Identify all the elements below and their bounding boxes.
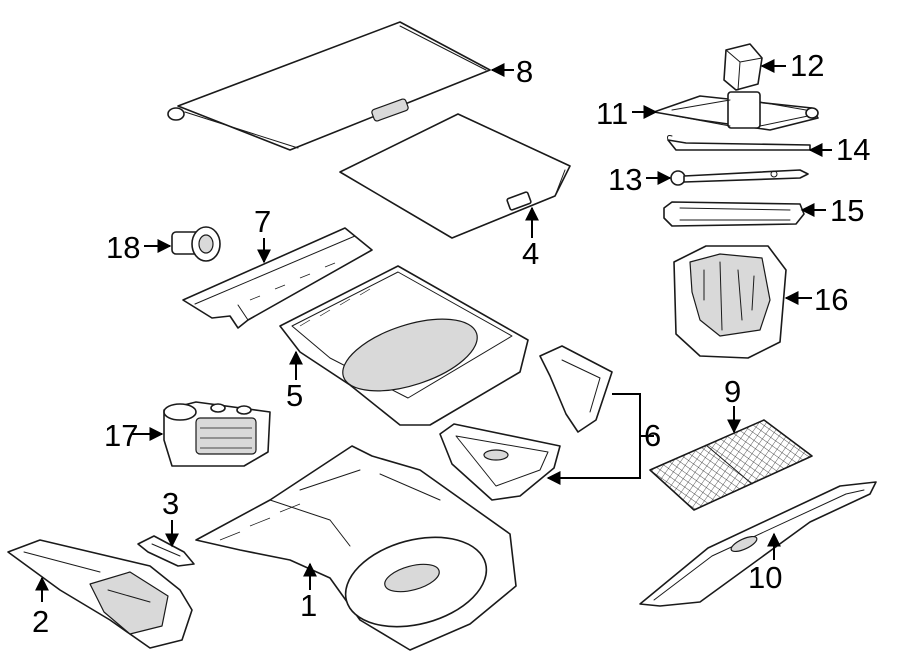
lug-wrench — [670, 169, 809, 186]
jack-handle — [667, 135, 811, 151]
jack-cap — [723, 43, 763, 91]
floor-pan — [195, 445, 517, 651]
callout-9: 9 — [724, 374, 741, 409]
callout-1: 1 — [300, 588, 317, 623]
callout-2: 2 — [32, 604, 49, 639]
leader-lines — [35, 59, 832, 602]
scuff-plate — [639, 481, 877, 607]
cargo-net — [649, 419, 813, 511]
tool-tray — [663, 201, 805, 227]
side-trim-panel — [7, 539, 193, 649]
callout-11: 11 — [596, 96, 628, 131]
callout-5: 5 — [286, 378, 303, 413]
tie-down-hook — [171, 226, 221, 262]
cargo-tub — [279, 265, 529, 426]
callout-18: 18 — [106, 230, 140, 265]
callout-8: 8 — [516, 54, 533, 89]
callout-6: 6 — [644, 418, 661, 453]
callout-13: 13 — [608, 162, 642, 197]
tool-organizer — [673, 245, 787, 359]
callout-16: 16 — [814, 282, 848, 317]
sill-trim-panel — [182, 227, 373, 329]
storage-bin-upper — [539, 345, 613, 433]
inflator-kit — [163, 401, 271, 467]
callout-14: 14 — [836, 132, 870, 167]
callout-4: 4 — [522, 236, 539, 271]
callout-7: 7 — [254, 204, 271, 239]
callout-12: 12 — [790, 48, 824, 83]
callout-labels: 1 2 3 4 5 6 7 8 9 10 11 12 13 14 15 16 1… — [32, 48, 870, 639]
cargo-cover — [167, 21, 491, 151]
callout-10: 10 — [748, 560, 782, 595]
storage-bin-lower — [439, 423, 561, 501]
callout-3: 3 — [162, 486, 179, 521]
small-bracket — [137, 535, 195, 567]
load-floor-panel — [339, 113, 571, 239]
callout-17: 17 — [104, 418, 138, 453]
scissor-jack — [653, 91, 819, 131]
callout-15: 15 — [830, 193, 864, 228]
